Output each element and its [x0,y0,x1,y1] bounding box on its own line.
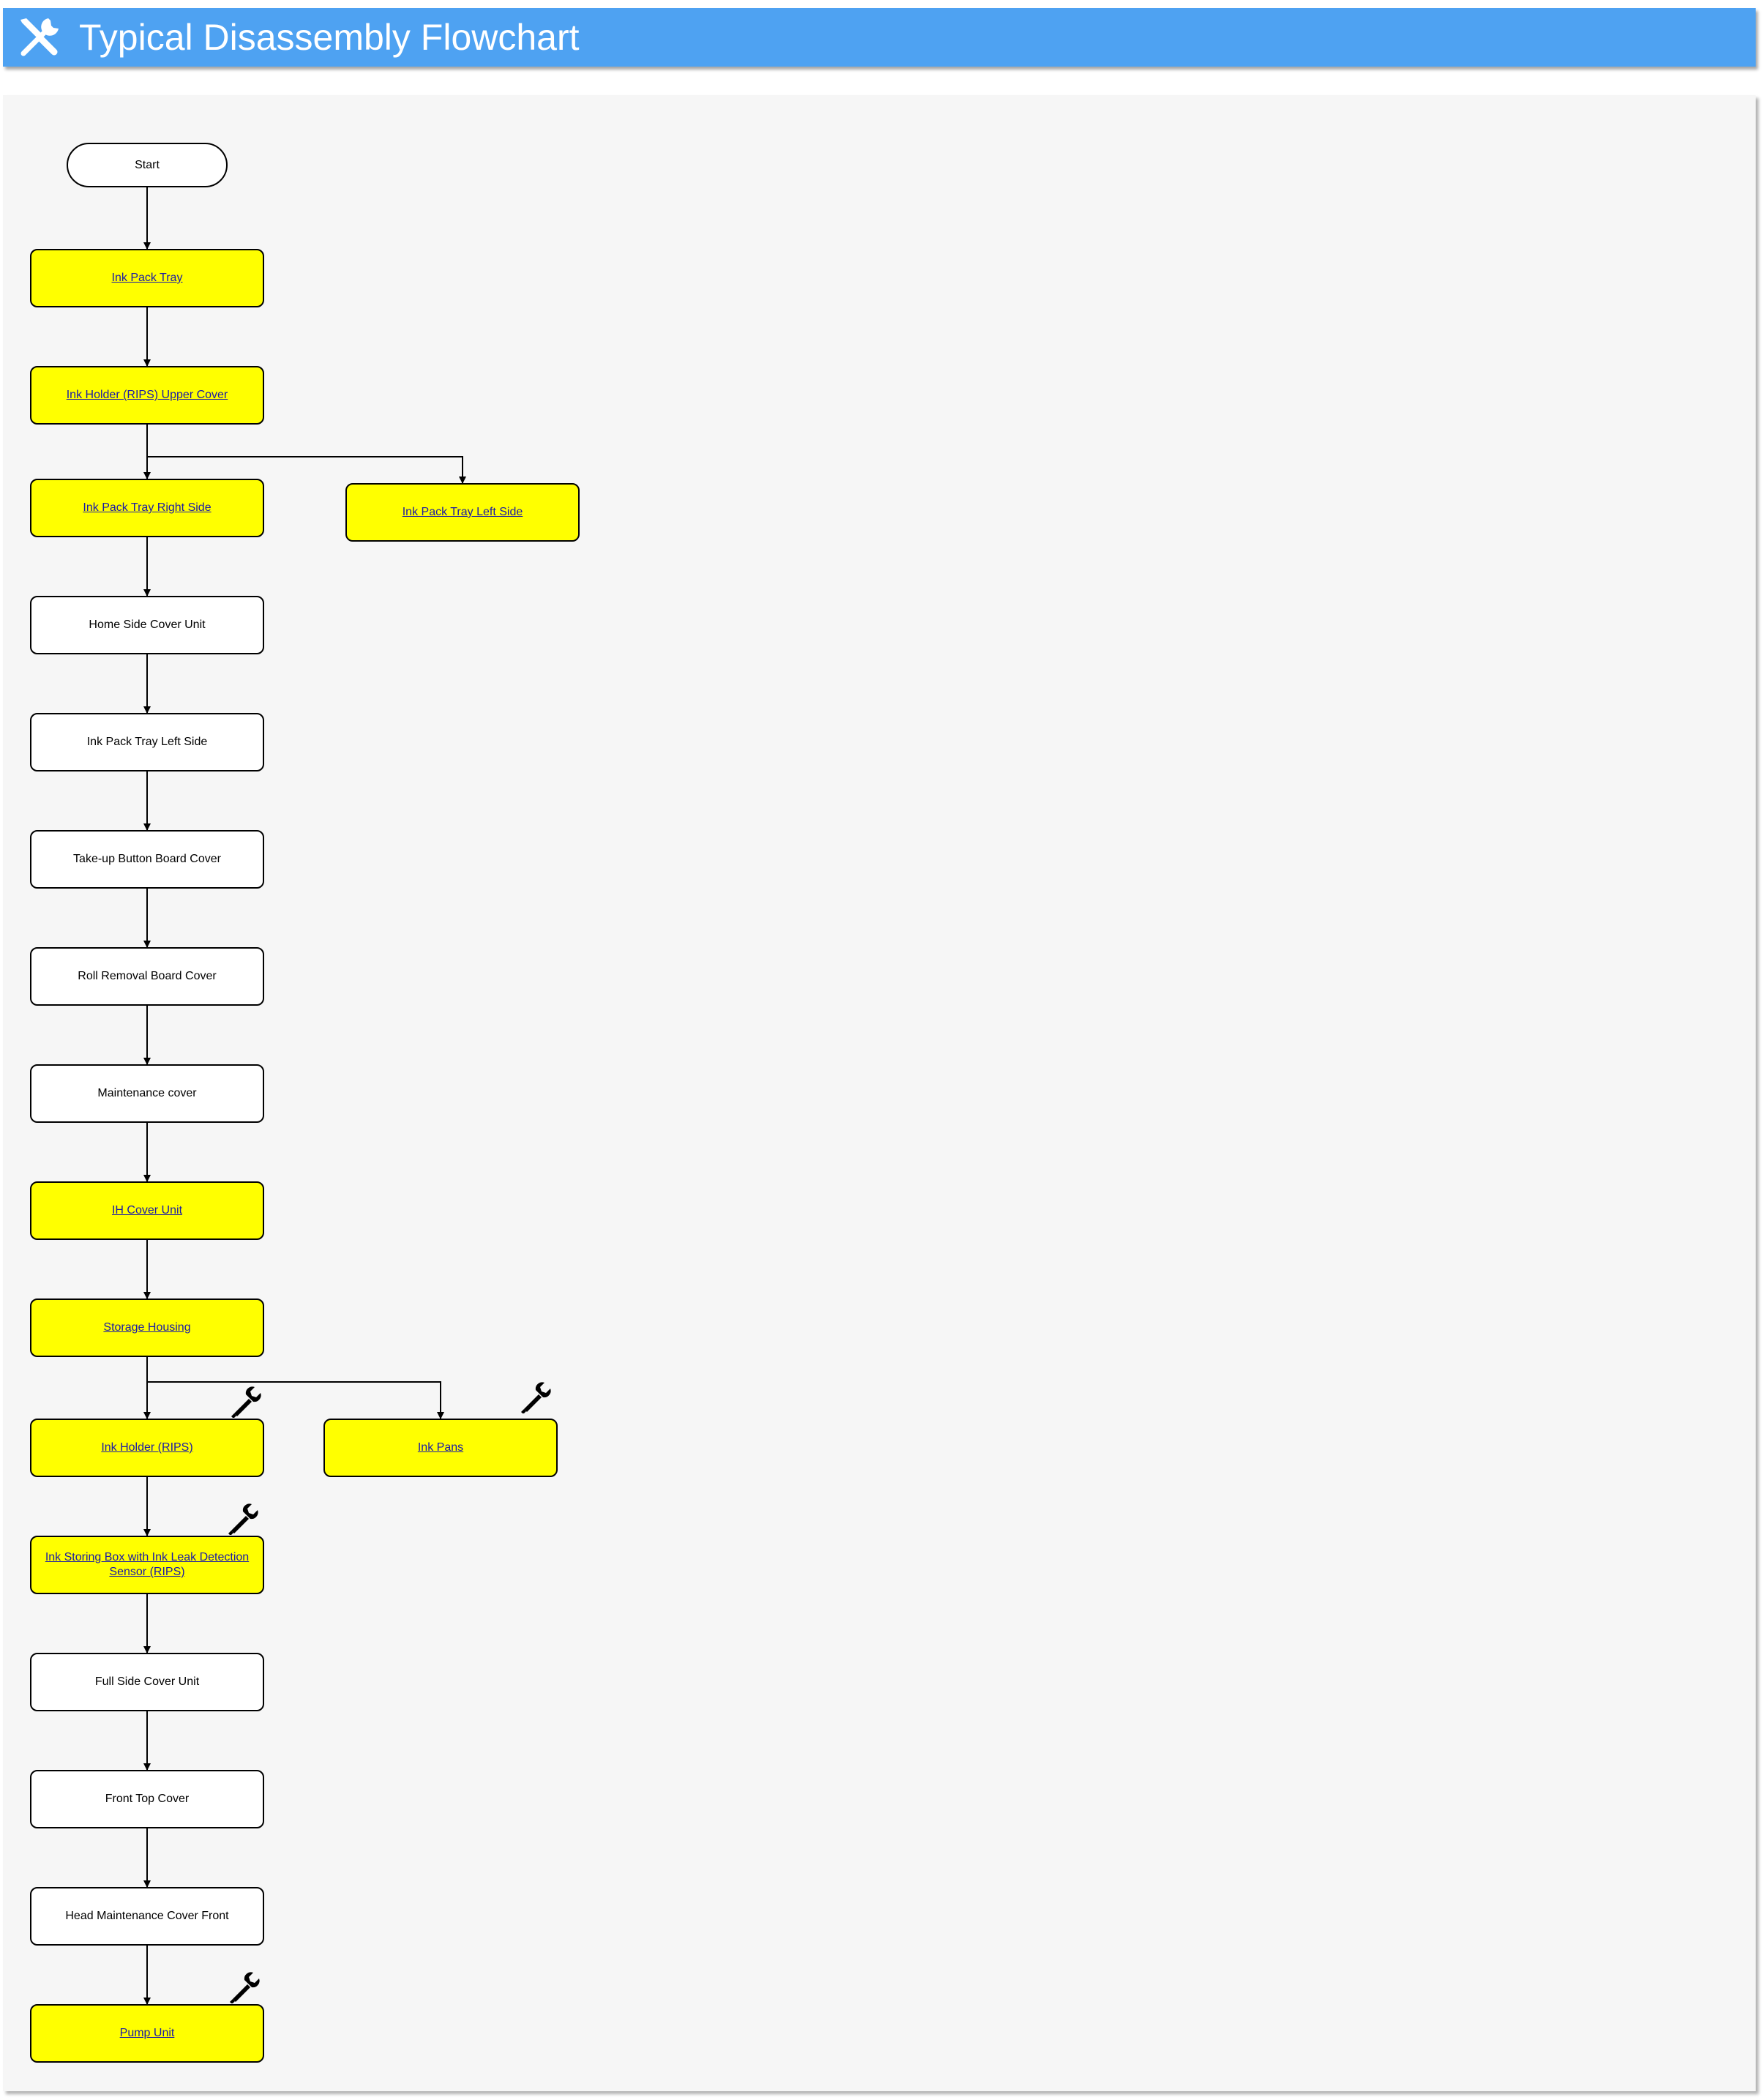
step-ink-holder-rips[interactable]: Ink Holder (RIPS) [30,1419,264,1477]
wrench-icon [231,1386,261,1418]
step-link[interactable]: Ink Pack Tray Right Side [83,501,212,514]
node-label: Ink Pack Tray Left Side [86,736,208,748]
step-link[interactable]: Ink Holder (RIPS) [101,1441,193,1454]
step-ink-pans[interactable]: Ink Pans [323,1419,558,1477]
wrench-icon [230,1972,260,2003]
node-label: Roll Removal Board Cover [78,970,217,982]
page-title: Typical Disassembly Flowchart [79,17,580,58]
step-ink-holder-upper-cover[interactable]: Ink Holder (RIPS) Upper Cover [30,366,264,425]
step-link[interactable]: Pump Unit [119,2027,175,2039]
step-link[interactable]: Storage Housing [103,1321,191,1334]
wrench-icon [228,1503,258,1535]
start-node: Start [67,143,228,187]
step-link[interactable]: Ink Pack Tray [111,272,183,284]
connector [147,456,466,484]
node-label: Head Maintenance Cover Front [65,1910,229,1922]
flowchart-connectors [143,187,466,2005]
step-head-maintenance-cover-front: Head Maintenance Cover Front [30,1887,264,1946]
node-label: Maintenance cover [97,1087,197,1099]
step-maintenance-cover: Maintenance cover [30,1064,264,1123]
node-label: Front Top Cover [105,1793,190,1805]
step-ink-pack-tray-right-side[interactable]: Ink Pack Tray Right Side [30,479,264,537]
node-label: Take-up Button Board Cover [73,853,221,865]
node-label: Full Side Cover Unit [94,1675,200,1688]
step-link[interactable]: Ink Holder (RIPS) Upper Cover [66,389,228,401]
node-label: Home Side Cover Unit [89,619,206,631]
step-link[interactable]: Ink Pans [417,1441,464,1454]
step-full-side-cover-unit: Full Side Cover Unit [30,1653,264,1711]
step-link[interactable]: IH Cover Unit [111,1204,183,1217]
step-storage-housing[interactable]: Storage Housing [30,1299,264,1357]
step-ink-storing-box[interactable]: Ink Storing Box with Ink Leak Detection … [30,1536,264,1594]
step-link[interactable]: Ink Storing Box with Ink Leak Detection … [45,1551,250,1578]
step-link[interactable]: Ink Pack Tray Left Side [402,506,523,518]
tools-icon [20,18,59,56]
connector [147,1381,444,1419]
step-ink-pack-tray-left-side-branch[interactable]: Ink Pack Tray Left Side [345,483,580,542]
wrench-icon [521,1382,551,1413]
step-ink-pack-tray-left-side: Ink Pack Tray Left Side [30,713,264,771]
step-front-top-cover: Front Top Cover [30,1770,264,1828]
step-ih-cover-unit[interactable]: IH Cover Unit [30,1181,264,1240]
flowchart-canvas: Start Ink Pack Tray Ink Holder (RIPS) Up… [3,95,1756,2091]
step-home-side-cover-unit: Home Side Cover Unit [30,596,264,654]
step-ink-pack-tray[interactable]: Ink Pack Tray [30,249,264,307]
node-label: Start [135,158,160,171]
step-roll-removal-board-cover: Roll Removal Board Cover [30,947,264,1006]
step-pump-unit[interactable]: Pump Unit [30,2004,264,2063]
step-take-up-button-board-cover: Take-up Button Board Cover [30,830,264,889]
page-header: Typical Disassembly Flowchart [3,8,1756,67]
